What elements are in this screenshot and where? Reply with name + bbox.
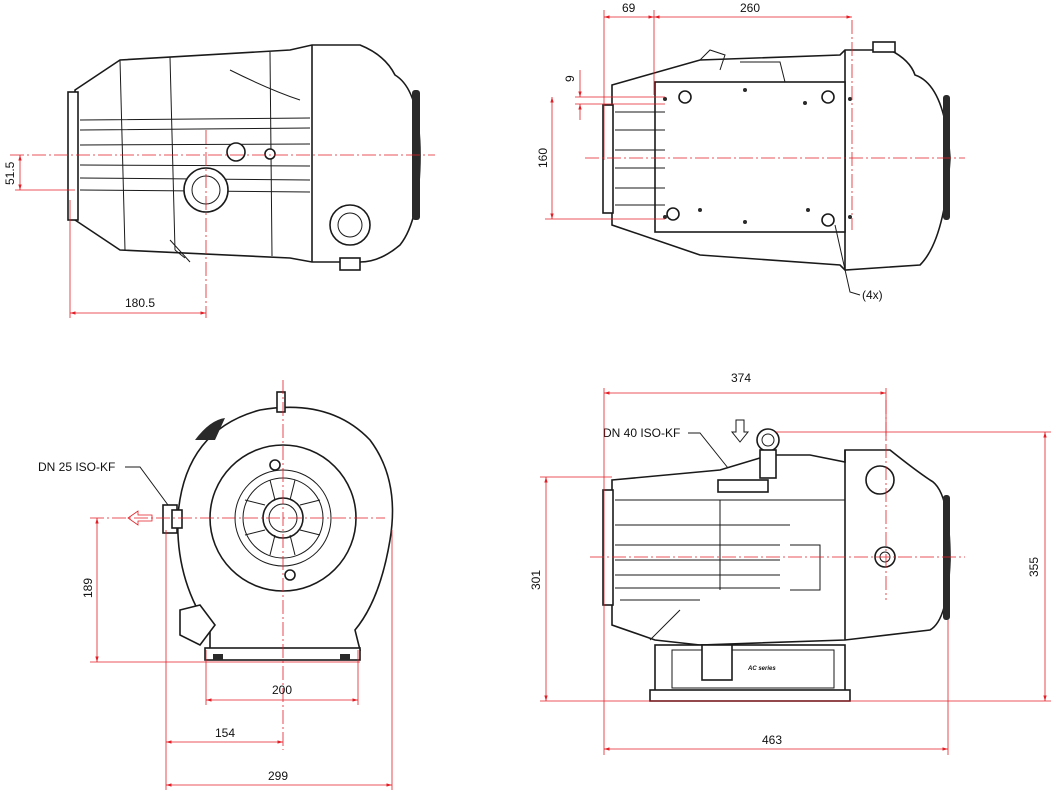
dim-154: 154	[215, 726, 235, 740]
front-view-bottom-left: DN 25 ISO-KF 189 200 154 299	[38, 380, 394, 790]
dim-180-5: 180.5	[125, 296, 155, 310]
dim-200: 200	[272, 683, 292, 697]
dim-189: 189	[81, 578, 95, 598]
outlet-label-dn40: DN 40 ISO-KF	[603, 426, 680, 440]
dim-463: 463	[762, 733, 782, 747]
dim-51-5: 51.5	[3, 161, 17, 185]
dim-160: 160	[536, 148, 550, 168]
side-view-bottom-right: AC series DN 40 ISO-KF 374 301 355 463	[529, 371, 1051, 755]
dim-260: 260	[740, 1, 760, 15]
count-note-4x: (4x)	[862, 288, 883, 302]
dim-355: 355	[1027, 557, 1041, 577]
dim-301: 301	[529, 570, 543, 590]
top-view-top-right: 69 260 9 160 (4x)	[536, 1, 965, 302]
dim-69: 69	[622, 1, 636, 15]
pump-logo: AC series	[747, 666, 776, 672]
side-view-top-left: 51.5 180.5	[3, 44, 435, 318]
dim-299: 299	[268, 769, 288, 783]
dim-9: 9	[563, 75, 577, 82]
inlet-label-dn25: DN 25 ISO-KF	[38, 460, 115, 474]
dim-374: 374	[731, 371, 751, 385]
